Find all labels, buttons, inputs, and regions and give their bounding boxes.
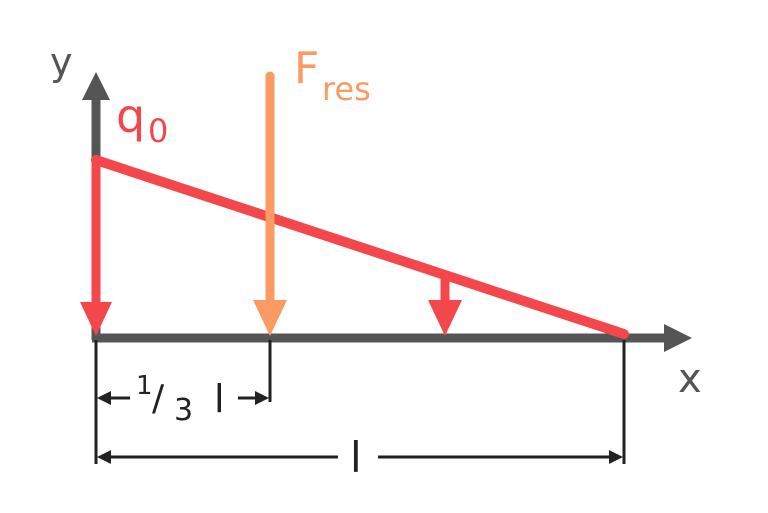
dim-length-left-arrow — [97, 450, 111, 464]
resultant-force-arrow — [253, 71, 287, 336]
y-axis-label: y — [50, 40, 73, 84]
load-slope-line — [91, 155, 629, 339]
dim-third-left-arrow — [97, 391, 111, 405]
y-axis-arrowhead — [82, 72, 110, 100]
dimension-length — [97, 340, 626, 464]
dim-third-right-arrow — [255, 391, 269, 405]
third-slash: / — [152, 378, 165, 419]
third-l: l — [214, 377, 225, 421]
x-axis — [92, 324, 692, 352]
force-label-f: F — [294, 43, 319, 94]
force-label-subscript: res — [322, 70, 371, 108]
dim-length-right-arrow — [609, 450, 623, 464]
length-label: l — [350, 433, 362, 482]
x-axis-arrowhead — [664, 324, 692, 352]
third-numerator: 1 — [136, 371, 153, 401]
x-axis-label: x — [678, 356, 702, 402]
load-inner-arrowhead — [428, 300, 462, 336]
load-label-q: q — [116, 89, 145, 143]
load-label-subscript: 0 — [148, 112, 168, 150]
dimension-third — [94, 340, 272, 464]
load-left-arrowhead — [80, 302, 112, 336]
resultant-arrowhead — [253, 300, 287, 336]
triangular-load — [80, 155, 629, 339]
third-denominator: 3 — [174, 393, 193, 428]
